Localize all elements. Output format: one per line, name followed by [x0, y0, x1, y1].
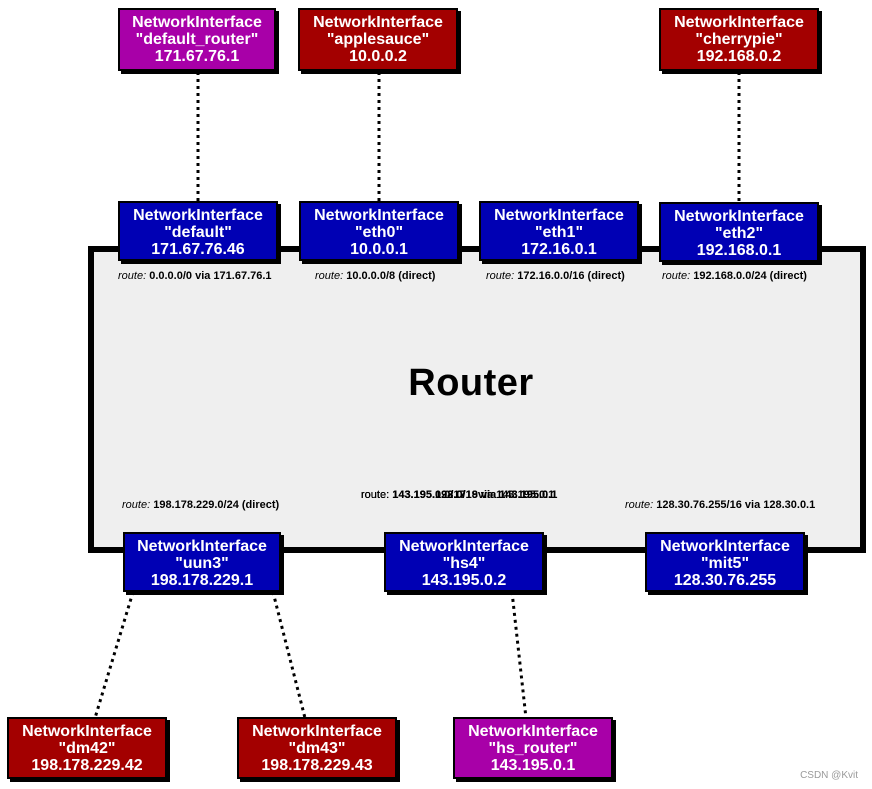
route-value: 10.0.0.0/8 (direct)	[346, 270, 436, 282]
interface-type: NetworkInterface	[468, 723, 598, 740]
route-keyword: route:	[122, 499, 151, 511]
interface-name: "hs_router"	[488, 740, 578, 757]
interface-name: "mit5"	[700, 555, 750, 572]
interface-eth2: NetworkInterface "eth2" 192.168.0.1	[659, 202, 819, 262]
interface-name: "eth2"	[714, 225, 764, 242]
interface-type: NetworkInterface	[399, 538, 529, 555]
link-hs4-hs-router	[510, 591, 528, 719]
interface-name: "default_router"	[135, 31, 259, 48]
interface-hs4: NetworkInterface "hs4" 143.195.0.2	[384, 532, 544, 592]
interface-ip: 198.178.229.43	[261, 757, 373, 774]
interface-name: "eth1"	[534, 224, 584, 241]
route-hs4-2: route: 143.195.128.0/18 via 143.195.0.1	[361, 490, 557, 501]
route-value: 128.30.76.255/16 via 128.30.0.1	[656, 499, 816, 511]
interface-name: "hs4"	[442, 555, 486, 572]
interface-default: NetworkInterface "default" 171.67.76.46	[118, 201, 278, 261]
interface-ip: 128.30.76.255	[673, 572, 777, 589]
interface-ip: 192.168.0.1	[696, 242, 782, 259]
interface-ip: 198.178.229.1	[150, 572, 254, 589]
interface-type: NetworkInterface	[133, 207, 263, 224]
route-hs4-3: route: 143.195.192.0/19 via 143.195.0.1	[361, 490, 557, 501]
route-eth2: route: 192.168.0.0/24 (direct)	[662, 270, 807, 282]
interface-eth0: NetworkInterface "eth0" 10.0.0.1	[299, 201, 459, 261]
route-eth1: route: 172.16.0.0/16 (direct)	[486, 270, 625, 282]
interface-name: "uun3"	[175, 555, 229, 572]
interface-ip: 10.0.0.1	[350, 241, 408, 258]
route-keyword: route:	[361, 489, 390, 501]
interface-applesauce: NetworkInterface "applesauce" 10.0.0.2	[298, 8, 458, 71]
interface-ip: 172.16.0.1	[521, 241, 597, 258]
interface-name: "dm43"	[288, 740, 346, 757]
route-value: 192.168.0.0/24 (direct)	[693, 270, 807, 282]
interface-cherrypie: NetworkInterface "cherrypie" 192.168.0.2	[659, 8, 819, 71]
interface-name: "cherrypie"	[695, 31, 783, 48]
route-keyword: route:	[361, 489, 390, 501]
interface-type: NetworkInterface	[137, 538, 267, 555]
interface-type: NetworkInterface	[674, 208, 804, 225]
route-eth0: route: 10.0.0.0/8 (direct)	[315, 270, 435, 282]
interface-ip: 10.0.0.2	[349, 48, 407, 65]
route-value: 143.195.0.0/17 via 143.195.0.1	[392, 489, 555, 501]
route-keyword: route:	[361, 489, 390, 501]
interface-name: "dm42"	[58, 740, 116, 757]
interface-default-router: NetworkInterface "default_router" 171.67…	[118, 8, 276, 71]
link-uun3-dm43	[271, 591, 307, 719]
route-keyword: route:	[486, 270, 515, 282]
router-box	[88, 246, 866, 553]
link-uun3-dm42	[93, 591, 135, 719]
route-uun3: route: 198.178.229.0/24 (direct)	[122, 499, 279, 511]
interface-type: NetworkInterface	[22, 723, 152, 740]
route-value: 143.195.192.0/19 via 143.195.0.1	[392, 489, 558, 501]
route-default: route: 0.0.0.0/0 via 171.67.76.1	[118, 270, 272, 282]
interface-hs-router: NetworkInterface "hs_router" 143.195.0.1	[453, 717, 613, 779]
watermark: CSDN @Kvit	[800, 770, 858, 781]
interface-type: NetworkInterface	[252, 723, 382, 740]
interface-type: NetworkInterface	[314, 207, 444, 224]
interface-ip: 192.168.0.2	[696, 48, 782, 65]
interface-type: NetworkInterface	[660, 538, 790, 555]
interface-ip: 198.178.229.42	[31, 757, 143, 774]
interface-dm43: NetworkInterface "dm43" 198.178.229.43	[237, 717, 397, 779]
interface-name: "eth0"	[354, 224, 404, 241]
interface-type: NetworkInterface	[494, 207, 624, 224]
route-value: 143.195.128.0/18 via 143.195.0.1	[392, 489, 558, 501]
interface-ip: 171.67.76.46	[151, 241, 245, 258]
interface-ip: 143.195.0.2	[421, 572, 507, 589]
interface-uun3: NetworkInterface "uun3" 198.178.229.1	[123, 532, 281, 592]
route-keyword: route:	[118, 270, 147, 282]
route-mit5: route: 128.30.76.255/16 via 128.30.0.1	[625, 499, 815, 511]
route-value: 172.16.0.0/16 (direct)	[517, 270, 625, 282]
router-title: Router	[408, 362, 534, 404]
route-value: 0.0.0.0/0 via 171.67.76.1	[149, 270, 272, 282]
interface-type: NetworkInterface	[313, 14, 443, 31]
interface-name: "applesauce"	[326, 31, 430, 48]
route-keyword: route:	[662, 270, 691, 282]
interface-mit5: NetworkInterface "mit5" 128.30.76.255	[645, 532, 805, 592]
route-keyword: route:	[625, 499, 654, 511]
route-keyword: route:	[315, 270, 344, 282]
interface-name: "default"	[164, 224, 232, 241]
interface-type: NetworkInterface	[132, 14, 262, 31]
interface-dm42: NetworkInterface "dm42" 198.178.229.42	[7, 717, 167, 779]
route-value: 198.178.229.0/24 (direct)	[153, 499, 280, 511]
interface-ip: 143.195.0.1	[490, 757, 576, 774]
interface-eth1: NetworkInterface "eth1" 172.16.0.1	[479, 201, 639, 261]
route-hs4-1: route: 143.195.0.0/17 via 143.195.0.1	[361, 490, 554, 501]
interface-ip: 171.67.76.1	[154, 48, 240, 65]
interface-type: NetworkInterface	[674, 14, 804, 31]
